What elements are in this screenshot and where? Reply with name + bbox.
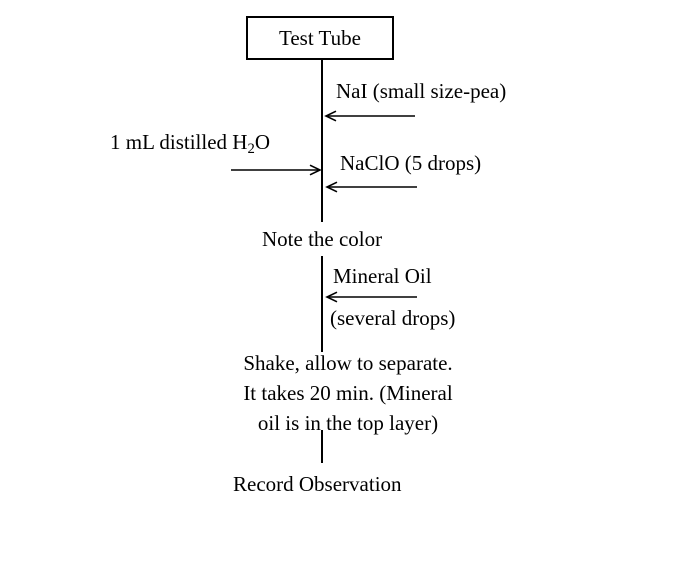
test-tube-label: Test Tube [279,25,361,50]
process-line-bottom [321,430,323,463]
water-label: 1 mL distilled H2O [110,129,270,157]
note-color-label: Note the color [262,227,383,251]
naclo-label: NaClO (5 drops) [340,151,482,175]
test-tube-box: Test Tube [246,16,394,60]
process-line-top [321,60,323,222]
record-observation-label: Record Observation [233,472,402,496]
shake-note: Shake, allow to separate. It takes 20 mi… [198,348,498,438]
mineral-oil-arrow-left-icon [325,291,417,303]
naclo-arrow-left-icon [325,181,417,193]
water-arrow-right-icon [231,164,322,176]
process-line-middle [321,256,323,352]
water-label-prefix: 1 mL distilled H [110,130,248,154]
water-label-suffix: O [254,130,270,154]
shake-note-line2: It takes 20 min. (Mineral [243,381,453,405]
water-label-subscript: 2 [247,140,255,157]
shake-note-line3: oil is in the top layer) [257,411,439,435]
nai-arrow-left-icon [324,110,415,122]
mineral-oil-label: Mineral Oil [333,264,432,288]
several-drops-label: (several drops) [330,306,456,330]
shake-note-line1: Shake, allow to separate. [243,351,453,375]
nai-label: NaI (small size-pea) [336,79,507,103]
